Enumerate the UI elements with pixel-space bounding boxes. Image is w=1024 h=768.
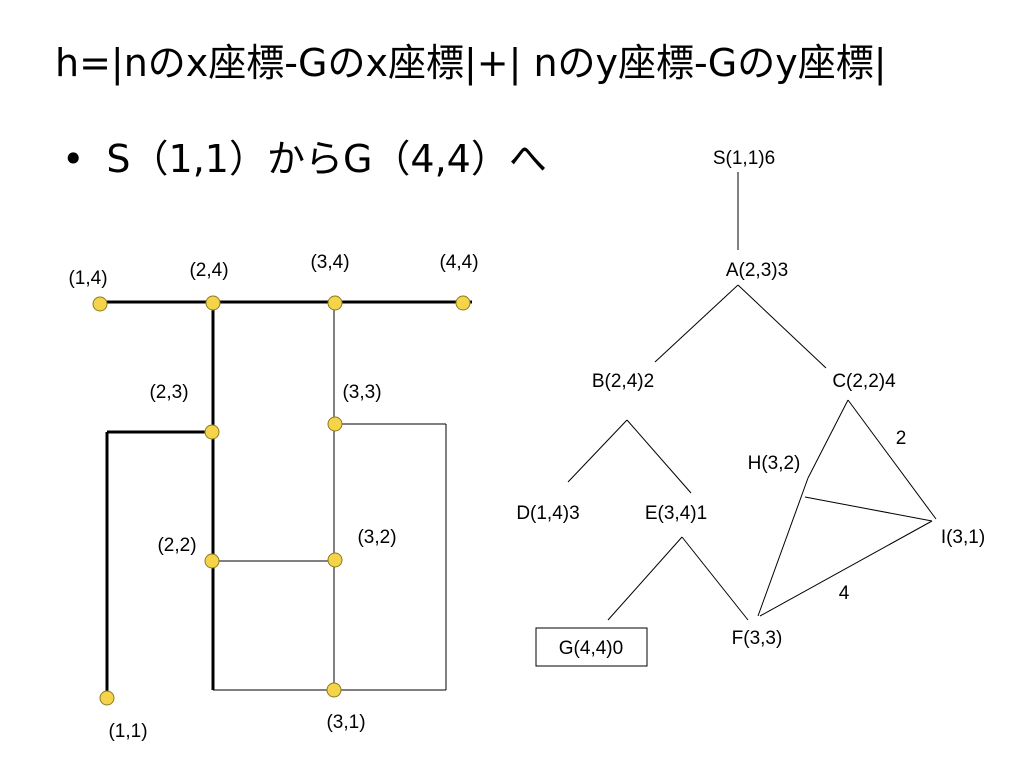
tree-node-b: B(2,4)2: [592, 371, 654, 392]
grid-node-2-4: [205, 295, 221, 311]
tree-edge-b-e: [626, 419, 692, 494]
grid-node-2-3: [204, 424, 220, 440]
tree-edge-c-h: [807, 399, 849, 479]
tree-edge-e-f: [681, 536, 749, 621]
grid-node-4-4: [455, 295, 471, 311]
grid-node-3-1: [326, 682, 342, 698]
bullet-dot: •: [62, 137, 85, 181]
tree-node-e: E(3,4)1: [645, 503, 707, 524]
tree-node-d: D(1,4)3: [516, 503, 579, 524]
grid-node-3-2: [327, 552, 343, 568]
tree-edge-a-c: [737, 284, 827, 369]
bullet-text: S（1,1）からG（4,4）へ: [106, 137, 547, 181]
grid-label-3-3: (3,3): [342, 382, 381, 403]
grid-node-1-4: [92, 296, 108, 312]
grid-label-3-2: (3,2): [357, 527, 396, 548]
grid-label-4-4: (4,4): [439, 252, 478, 273]
grid-label-3-4: (3,4): [310, 252, 349, 273]
edge-weight-i-f: 4: [839, 583, 850, 604]
slide-title: h=|nのx座標-Gのx座標|+| nのy座標-Gのy座標|: [55, 41, 887, 85]
tree-node-a: A(2,3)3: [726, 260, 788, 281]
grid-maze: (1,4) (2,4) (3,4) (4,4) (2,3) (3,3) (2,2…: [68, 252, 478, 742]
tree-node-i: I(3,1): [941, 527, 985, 548]
tree-node-f: F(3,3): [732, 628, 783, 649]
grid-label-1-4: (1,4): [68, 268, 107, 289]
goal-node-box: [535, 627, 648, 667]
tree-node-h: H(3,2): [748, 453, 801, 474]
grid-node-3-3: [327, 416, 343, 432]
grid-label-1-1: (1,1): [108, 721, 147, 742]
grid-node-3-4: [327, 295, 343, 311]
tree-edge-i-f: [759, 520, 933, 617]
tree-edge-h-i: [804, 496, 933, 522]
grid-label-2-4: (2,4): [189, 260, 228, 281]
search-tree: S(1,1)6 A(2,3)3 B(2,4)2 C(2,2)4 D(1,4)3 …: [516, 148, 985, 667]
edge-weight-c-i: 2: [896, 428, 907, 449]
tree-node-c: C(2,2)4: [832, 371, 896, 392]
grid-label-2-2: (2,2): [157, 535, 196, 556]
tree-edge-h-f: [757, 477, 809, 617]
tree-node-g: G(4,4)0: [559, 638, 623, 659]
grid-node-2-2: [204, 553, 220, 569]
tree-edge-b-d: [567, 419, 628, 483]
tree-edge-a-b: [654, 284, 739, 363]
bullet-item: • S（1,1）からG（4,4）へ: [62, 140, 547, 178]
grid-label-3-1: (3,1): [326, 712, 365, 733]
tree-edge-c-i: [847, 399, 937, 520]
tree-edge-e-g: [607, 536, 683, 621]
tree-node-s: S(1,1)6: [713, 148, 775, 169]
grid-label-2-3: (2,3): [149, 382, 188, 403]
grid-node-1-1: [99, 690, 115, 706]
